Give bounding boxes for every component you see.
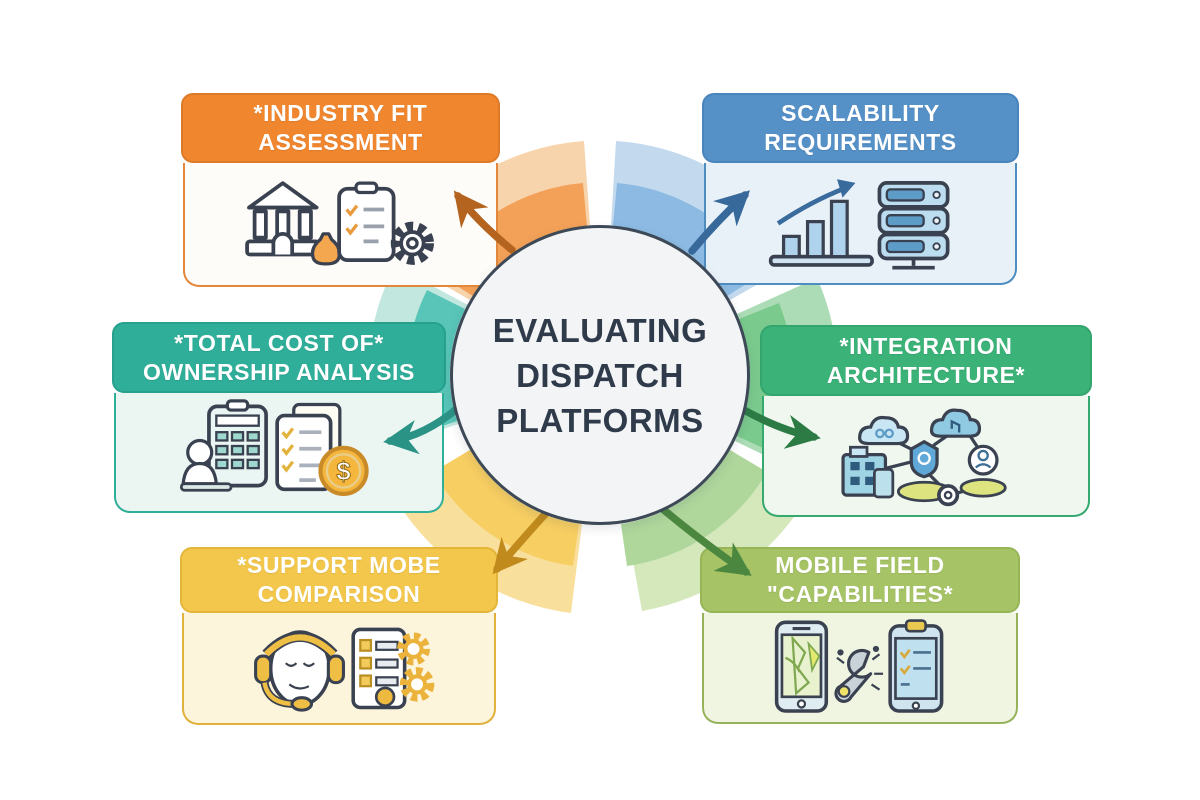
- node-title-mobile: MOBILE FIELD "CAPABILITIES*: [700, 547, 1020, 613]
- bank-building-icon: [244, 181, 320, 257]
- wrench-icon: [834, 645, 884, 703]
- node-card-mobile: MOBILE FIELD "CAPABILITIES*: [700, 547, 1020, 724]
- checklist-gears-icon: [351, 627, 435, 710]
- node-body-industry-fit: [183, 163, 498, 287]
- money-bag-icon: [310, 232, 341, 266]
- support-headset-icon: [254, 630, 345, 712]
- growth-bar-chart-icon: [768, 179, 874, 267]
- center-title: EVALUATING DISPATCH PLATFORMS: [492, 311, 708, 439]
- calculator-person-icon: [179, 399, 268, 492]
- node-card-tco: *TOTAL COST OF* OWNERSHIP ANALYSIS: [112, 322, 446, 513]
- node-body-support: [182, 613, 496, 725]
- node-body-mobile: [702, 613, 1018, 724]
- node-card-integration: *INTEGRATION ARCHITECTURE*: [760, 325, 1092, 517]
- hub-node-center: [943, 490, 953, 500]
- node-card-industry-fit: *INDUSTRY FIT ASSESSMENT: [181, 93, 500, 287]
- svg-text:$: $: [336, 458, 350, 486]
- support-icon: [254, 627, 435, 712]
- building-icon: [841, 445, 895, 498]
- node-title-industry-fit: *INDUSTRY FIT ASSESSMENT: [181, 93, 500, 163]
- node-card-scalability: SCALABILITY REQUIREMENTS: [702, 93, 1019, 285]
- node-body-tco: $: [114, 393, 444, 513]
- node-title-scalability: SCALABILITY REQUIREMENTS: [702, 93, 1019, 163]
- node-title-integration: *INTEGRATION ARCHITECTURE*: [760, 325, 1092, 396]
- node-body-integration: [762, 396, 1090, 517]
- mobile-field-icon: [774, 618, 944, 713]
- scalability-icon: [768, 179, 949, 270]
- land-blob: [959, 477, 1007, 497]
- gear-icon: [399, 667, 435, 702]
- cloud-network-icon: [858, 408, 982, 445]
- hub-node-icon: [937, 483, 960, 506]
- center-hub-circle: EVALUATING DISPATCH PLATFORMS: [450, 225, 750, 525]
- node-title-tco: *TOTAL COST OF* OWNERSHIP ANALYSIS: [112, 322, 446, 393]
- user-node-icon: [967, 444, 999, 476]
- assessment-checklist-icon: [336, 181, 395, 263]
- tco-icon: $: [179, 399, 369, 497]
- node-title-support: *SUPPORT MOBE COMPARISON: [180, 547, 498, 613]
- integration-icon: [841, 408, 1007, 506]
- cost-checklist-icon: [275, 402, 342, 492]
- node-body-scalability: [704, 163, 1017, 285]
- tablet-checklist-icon: [888, 618, 944, 713]
- map-phone-icon: [774, 620, 829, 713]
- server-stack-icon: [877, 181, 949, 270]
- dollar-coin-icon: $: [318, 445, 369, 497]
- gear-icon: [390, 221, 434, 265]
- node-card-support: *SUPPORT MOBE COMPARISON: [180, 547, 498, 725]
- shield-node-icon: [909, 439, 939, 478]
- industry-fit-icon: [244, 181, 434, 266]
